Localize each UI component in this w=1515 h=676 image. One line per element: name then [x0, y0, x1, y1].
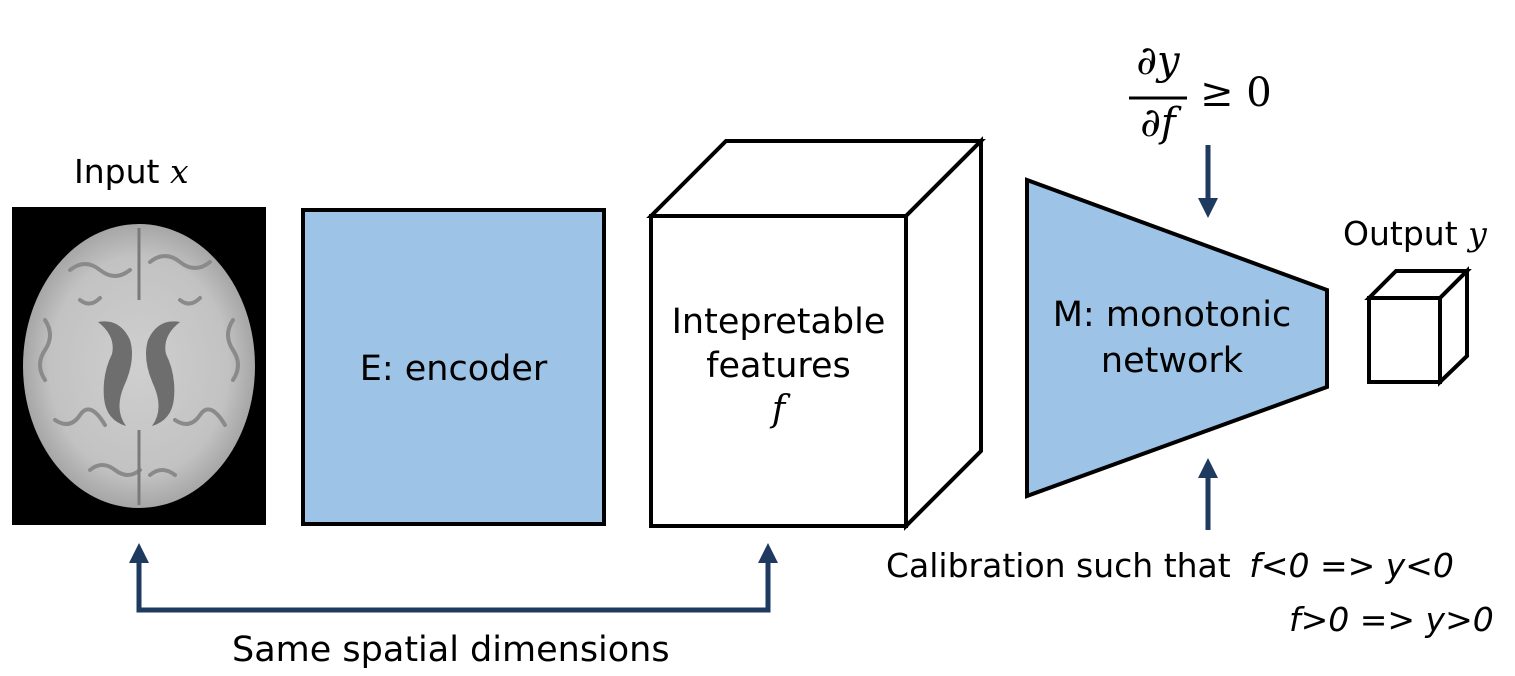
calibration-arrow [1198, 458, 1218, 530]
monotonic-label-line2: network [1100, 341, 1244, 381]
monotonic-network-block [1025, 177, 1329, 499]
derivative-numerator: ∂y [1136, 38, 1180, 84]
derivative-relation: ≥ 0 [1200, 70, 1272, 116]
brain-mri-image [12, 207, 266, 525]
features-label-line1: Intepretable [671, 302, 886, 342]
input-label: Input x [74, 152, 189, 191]
spatial-bracket [129, 543, 778, 613]
encoder-block [301, 208, 606, 526]
monotonic-label-line1: M: monotonic [1052, 295, 1292, 335]
calibration-rule2-line: f>0 => y>0 [1289, 600, 1494, 639]
monotonic-label: M: monotonic network [1027, 292, 1317, 384]
output-variable: y [1468, 214, 1487, 253]
calibration-prefix: Calibration such that [886, 546, 1242, 585]
input-variable: x [169, 152, 189, 191]
constraint-arrow [1198, 145, 1218, 218]
output-label: Output y [1343, 214, 1487, 253]
features-cube [646, 136, 986, 531]
derivative-denominator: ∂f [1140, 100, 1176, 146]
calibration-label: Calibration such that f<0 => y<0 [886, 546, 1454, 585]
encoder-label: E: encoder [359, 349, 548, 389]
calibration-rule1: f<0 => y<0 [1249, 546, 1454, 585]
bracket-label: Same spatial dimensions [232, 630, 670, 670]
features-label-line2: features [706, 346, 851, 386]
features-variable: f [771, 389, 786, 430]
features-label: Intepretable features f [651, 300, 906, 432]
input-label-text: Input [74, 152, 170, 191]
output-label-text: Output [1343, 214, 1469, 253]
output-cube [1364, 266, 1472, 387]
